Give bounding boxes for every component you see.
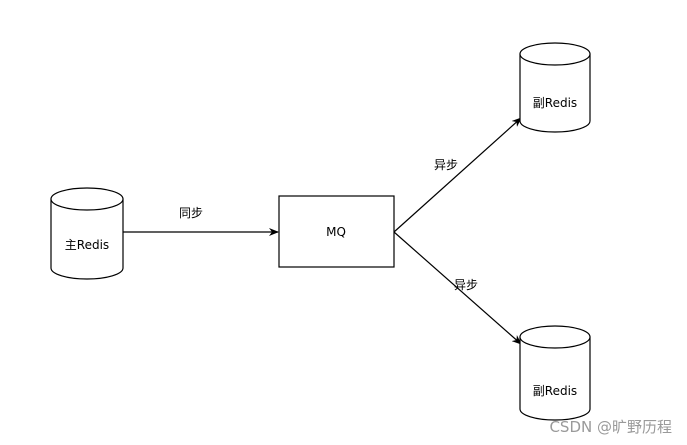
async-arrow-bottom	[393, 231, 522, 345]
edge-mq-to-replica-bottom: 异步	[393, 231, 522, 345]
async-label-bottom: 异步	[454, 278, 478, 292]
watermark-text: CSDN @旷野历程	[549, 418, 672, 436]
mq-node: MQ	[278, 195, 395, 268]
replica-redis-bottom-node: 副Redis	[519, 325, 591, 421]
replica-redis-bottom-label: 副Redis	[533, 384, 577, 398]
async-arrow-top	[393, 117, 522, 233]
mq-label: MQ	[326, 225, 346, 239]
master-redis-label: 主Redis	[65, 238, 109, 252]
master-redis-node: 主Redis	[50, 187, 124, 280]
sync-label: 同步	[179, 206, 203, 220]
replica-redis-top-label: 副Redis	[533, 96, 577, 110]
edge-mq-to-replica-top: 异步	[393, 117, 522, 233]
async-label-top: 异步	[434, 158, 458, 172]
replica-redis-top-node: 副Redis	[519, 42, 591, 133]
edge-master-to-mq: 同步	[123, 206, 279, 236]
